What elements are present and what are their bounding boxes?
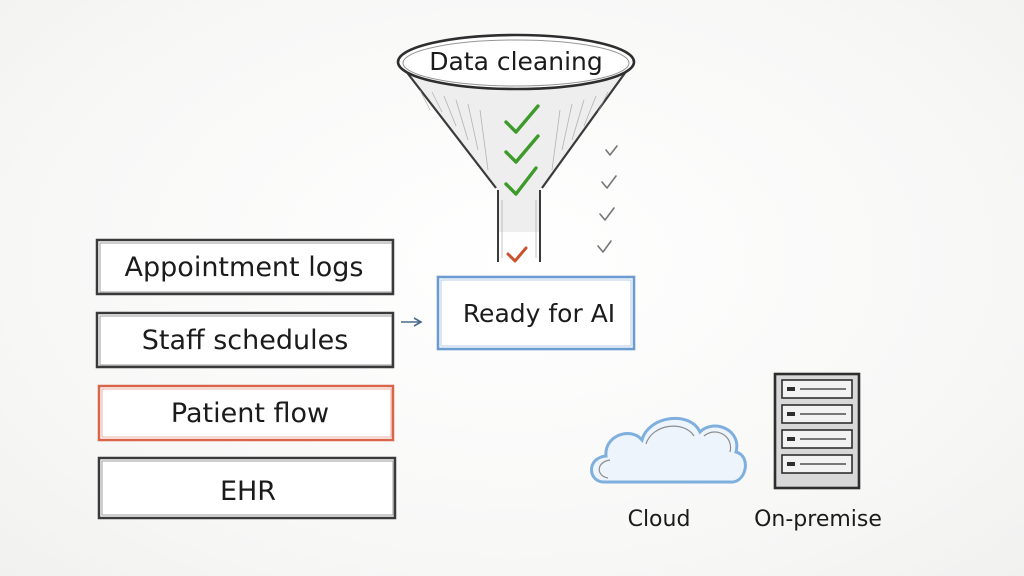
cloud-sketch-line	[598, 425, 732, 479]
source-label: EHR	[220, 476, 276, 507]
server-icon	[773, 372, 861, 490]
funnel-rim	[396, 33, 636, 91]
check-icon	[504, 166, 538, 196]
server-label: On-premise	[754, 507, 882, 532]
source-box-frame	[95, 311, 395, 369]
source-box-staff-schedules: Staff schedules	[95, 311, 395, 369]
check-icon	[504, 134, 540, 164]
funnel-right-edge	[541, 65, 631, 189]
check-icon	[601, 175, 617, 189]
source-box-frame	[97, 384, 395, 442]
output-box-sketch-line	[440, 279, 632, 347]
source-label: Staff schedules	[142, 325, 349, 356]
source-box-sketch-line	[99, 315, 393, 366]
check-icon	[605, 145, 618, 156]
source-box-ehr: EHR	[97, 456, 397, 520]
funnel-left-edge	[401, 65, 497, 189]
source-box-sketch-line	[101, 388, 392, 438]
check-icon	[599, 207, 615, 221]
cloud-shape	[590, 416, 747, 484]
funnel-checks	[504, 104, 540, 196]
output-box: Ready for AI	[436, 275, 636, 351]
arrow-head	[413, 317, 423, 327]
server-leds	[787, 387, 795, 466]
funnel-rim-inner	[402, 39, 630, 87]
source-box-appointment-logs: Appointment logs	[95, 238, 395, 296]
check-icon-output	[506, 246, 528, 263]
source-box-patient-flow: Patient flow	[97, 384, 395, 442]
funnel-spout-shading	[501, 200, 537, 258]
faded-checks	[597, 145, 618, 253]
source-box-sketch-line	[101, 460, 394, 516]
funnel-label: Data cleaning	[429, 47, 603, 76]
output-box-frame	[436, 275, 636, 351]
arrow-to-output	[401, 317, 423, 327]
server-vents	[800, 388, 846, 465]
funnel-shading	[419, 89, 609, 171]
source-box-frame	[97, 456, 397, 520]
funnel: Data cleaning	[396, 33, 636, 262]
cloud-icon	[590, 416, 747, 484]
source-box-frame	[95, 238, 395, 296]
check-icon	[597, 240, 612, 253]
source-label: Appointment logs	[125, 252, 364, 283]
source-label: Patient flow	[171, 398, 329, 429]
cloud-label: Cloud	[628, 507, 691, 532]
check-icon	[504, 104, 540, 134]
source-box-sketch-line	[99, 242, 393, 293]
funnel-body-fill	[400, 62, 632, 232]
output-label: Ready for AI	[463, 299, 615, 328]
